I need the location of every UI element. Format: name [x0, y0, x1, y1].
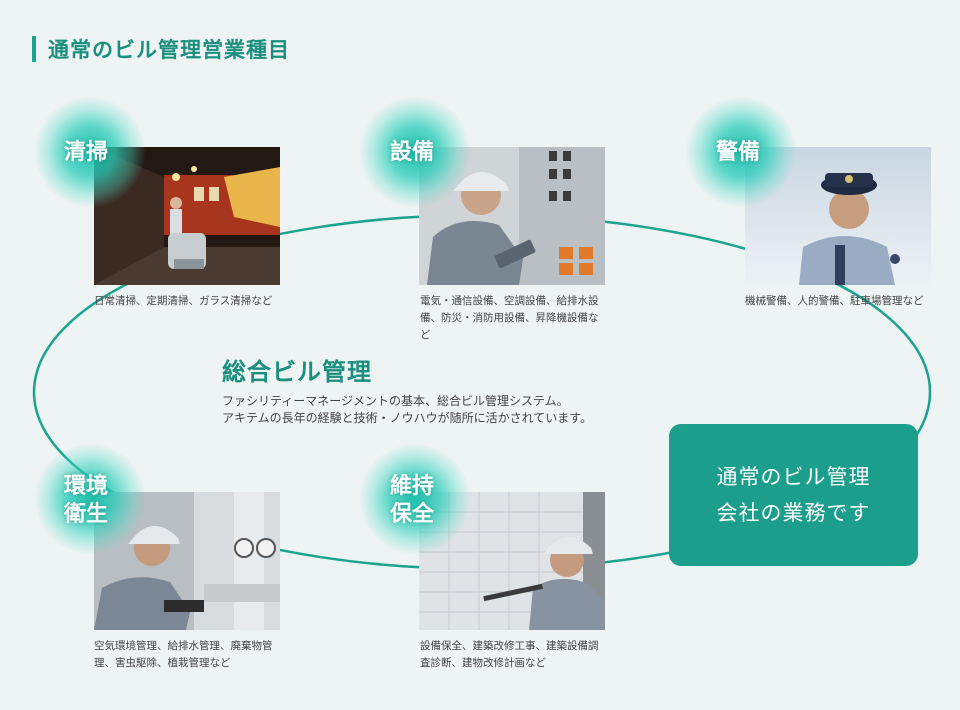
center-title: 総合ビル管理 [222, 358, 372, 386]
environment-photo [94, 492, 280, 630]
equipment-label: 設備 [390, 139, 435, 165]
environment-label: 環境 衛生 [64, 473, 109, 527]
security-label: 警備 [716, 139, 761, 165]
environment-glow [35, 444, 145, 554]
callout-text: 通常のビル管理 会社の業務です [716, 465, 871, 525]
security-glow [686, 97, 796, 207]
page-title: 通常のビル管理営業種目 [48, 38, 290, 62]
security-caption: 機械警備、人的警備、駐車場管理など [745, 295, 924, 307]
maintenance-glow [360, 444, 470, 554]
equipment-photo [419, 147, 605, 285]
cleaning-glow [35, 97, 145, 207]
section-heading: 通常のビル管理営業種目 [32, 34, 290, 64]
cleaning-caption: 日常清掃、定期清掃、ガラス清掃など [94, 295, 273, 307]
maintenance-label: 維持 保全 [390, 473, 435, 527]
heading-accent-bar [32, 36, 36, 62]
business-callout: 通常のビル管理 会社の業務です [669, 424, 918, 566]
equipment-caption: 電気・通信設備、空調設備、給排水設 備、防災・消防用設備、昇降機設備な ど [420, 295, 599, 341]
environment-caption: 空気環境管理、給排水管理、廃棄物管 理、害虫駆除、植栽管理など [94, 640, 273, 669]
equipment-glow [360, 97, 470, 207]
cleaning-label: 清掃 [64, 139, 109, 165]
maintenance-caption: 設備保全、建築改修工事、建築設備調 査診断、建物改修計画など [420, 640, 599, 669]
center-description: ファシリティーマネージメントの基本、総合ビル管理システム。 アキテムの長年の経験… [222, 394, 593, 425]
